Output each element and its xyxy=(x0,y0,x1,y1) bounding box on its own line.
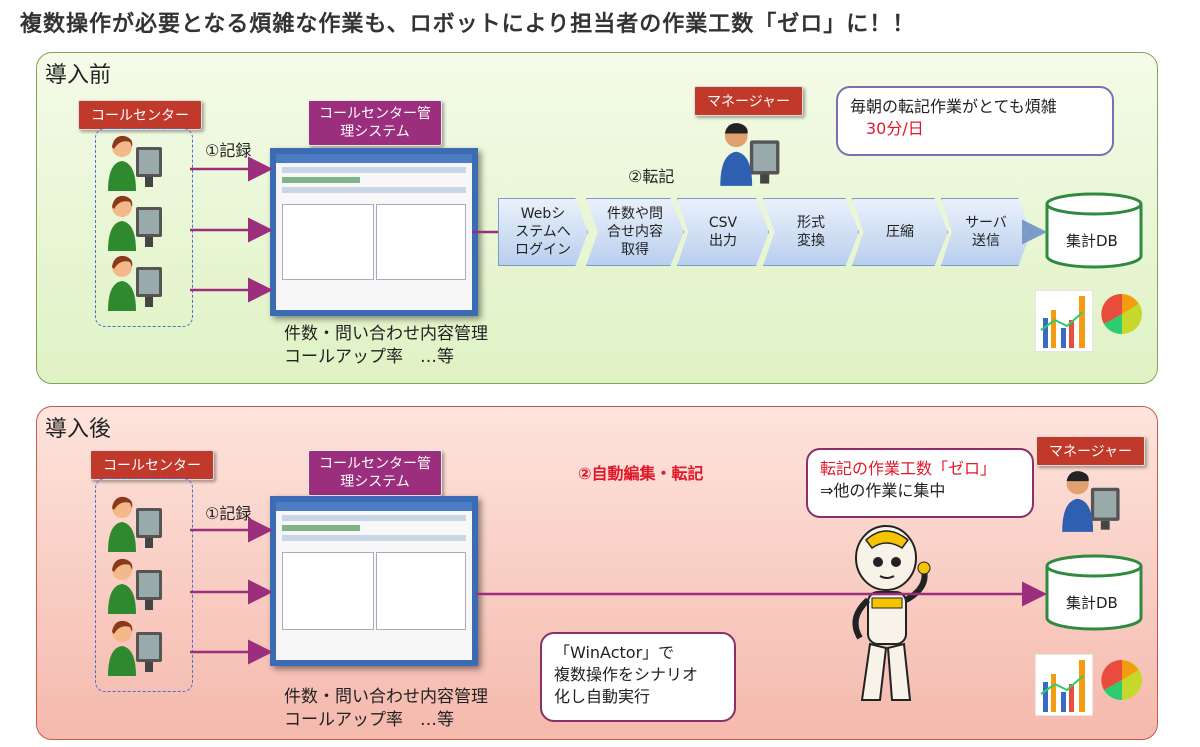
page-title: 複数操作が必要となる煩雑な作業も、ロボットにより担当者の作業工数「ゼロ」に！！ xyxy=(20,12,916,37)
caption-line1: 件数・問い合わせ内容管理 xyxy=(284,687,488,707)
after-panel-title: 導入後 xyxy=(45,417,112,442)
winactor-line2: 複数操作をシナリオ xyxy=(554,665,699,684)
after-caption: 件数・問い合わせ内容管理 コールアップ率 …等 xyxy=(284,686,488,732)
bar-chart-icon xyxy=(1035,290,1093,352)
after-system-tag: コールセンター管 理システム xyxy=(308,450,442,496)
bubble-line1: 毎朝の転記作業がとても煩雑 xyxy=(850,97,1057,116)
after-system-screenshot xyxy=(270,496,478,666)
after-step-record: ①記録 xyxy=(205,504,252,523)
before-db-label: 集計DB xyxy=(1066,232,1118,250)
process-step-login: Webシ ステムへ ログイン xyxy=(498,198,588,266)
before-operators-group xyxy=(95,128,193,327)
before-manager-bubble: 毎朝の転記作業がとても煩雑 30分/日 xyxy=(836,86,1114,156)
person-pc-icon xyxy=(108,496,162,552)
person-pc-icon xyxy=(108,620,162,676)
system-tag-line1: コールセンター管 xyxy=(319,106,431,122)
bubble-line2: ⇒他の作業に集中 xyxy=(820,481,946,500)
system-tag-line1: コールセンター管 xyxy=(319,456,431,472)
after-callcenter-tag: コールセンター xyxy=(90,450,214,480)
robot-icon xyxy=(852,525,931,701)
caption-line1: 件数・問い合わせ内容管理 xyxy=(284,324,488,344)
after-operators-group xyxy=(95,478,193,692)
before-panel-title: 導入前 xyxy=(45,63,112,88)
before-system-tag: コールセンター管 理システム xyxy=(308,100,442,146)
system-tag-line2: 理システム xyxy=(340,474,410,490)
caption-line2: コールアップ率 …等 xyxy=(284,347,454,367)
before-callcenter-tag: コールセンター xyxy=(78,100,202,130)
bubble-line2: 30分/日 xyxy=(866,119,924,138)
winactor-line3: 化し自動実行 xyxy=(554,687,651,706)
caption-line2: コールアップ率 …等 xyxy=(284,710,454,730)
manager-pc-icon xyxy=(1062,471,1120,532)
after-step-auto-transfer: ②自動編集・転記 xyxy=(578,464,704,483)
winactor-bubble: 「WinActor」で 複数操作をシナリオ 化し自動実行 xyxy=(540,632,736,722)
person-pc-icon xyxy=(108,135,162,191)
bubble-line1: 転記の作業工数「ゼロ」 xyxy=(820,459,997,478)
process-step-compress: 圧縮 xyxy=(852,198,948,266)
person-pc-icon xyxy=(108,558,162,614)
before-system-screenshot xyxy=(270,148,478,316)
before-caption: 件数・問い合わせ内容管理 コールアップ率 …等 xyxy=(284,323,488,369)
person-pc-icon xyxy=(108,255,162,311)
database-icon xyxy=(1045,554,1143,631)
after-manager-tag: マネージャー xyxy=(1036,436,1146,466)
after-db-label: 集計DB xyxy=(1066,594,1118,612)
before-step-transfer: ②転記 xyxy=(628,167,675,186)
database-icon xyxy=(1045,192,1143,269)
process-step-upload: サーバ 送信 xyxy=(941,198,1031,266)
before-manager-tag: マネージャー xyxy=(694,86,804,116)
after-manager-bubble: 転記の作業工数「ゼロ」 ⇒他の作業に集中 xyxy=(806,448,1034,518)
system-tag-line2: 理システム xyxy=(340,124,410,140)
pie-chart-icon xyxy=(1101,659,1142,701)
process-step-fetch: 件数や問 合せ内容 取得 xyxy=(586,198,684,266)
winactor-line1: 「WinActor」で xyxy=(554,643,675,662)
pie-chart-icon xyxy=(1101,293,1142,335)
process-step-csv: CSV 出力 xyxy=(677,198,769,266)
bar-chart-icon xyxy=(1035,654,1093,716)
before-step-record: ①記録 xyxy=(205,141,252,160)
manager-pc-icon xyxy=(720,123,780,186)
person-pc-icon xyxy=(108,195,162,251)
process-step-convert: 形式 変換 xyxy=(763,198,859,266)
